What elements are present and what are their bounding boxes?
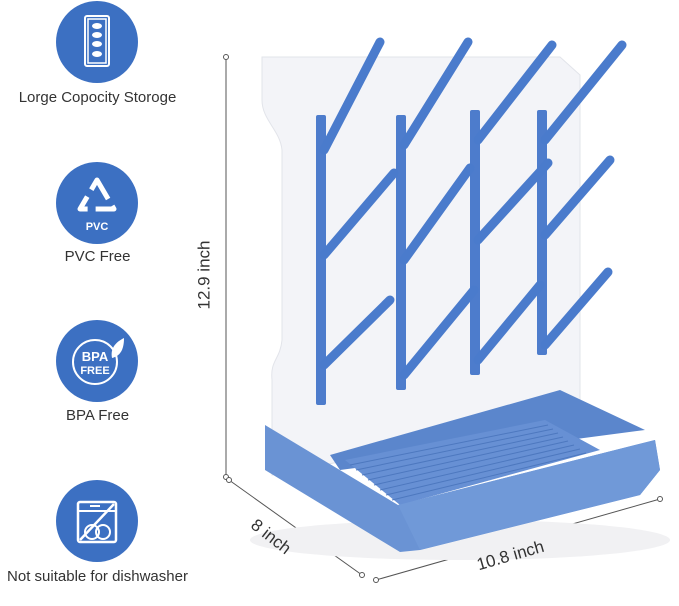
drain-ribs <box>349 424 587 501</box>
storage-icon <box>56 1 138 83</box>
pvc-icon-text: PVC <box>86 221 109 233</box>
bpa-text: BPA <box>82 349 109 364</box>
feature-label-dishwasher: Not suitable for dishwasher <box>7 568 188 585</box>
feature-label-storage: Lorge Copocity Storoge <box>18 89 177 106</box>
height-dimension-label: 12.9 inch <box>194 240 214 310</box>
rack-pegs <box>319 37 627 380</box>
free-text: FREE <box>80 365 109 377</box>
no-dishwasher-icon <box>56 480 138 562</box>
recycle-pvc-icon: PVC <box>56 162 138 244</box>
feature-label-pvc: PVC Free <box>64 248 131 265</box>
feature-label-bpa: BPA Free <box>65 407 130 424</box>
bpa-free-leaf-icon: BPA FREE <box>56 320 138 402</box>
